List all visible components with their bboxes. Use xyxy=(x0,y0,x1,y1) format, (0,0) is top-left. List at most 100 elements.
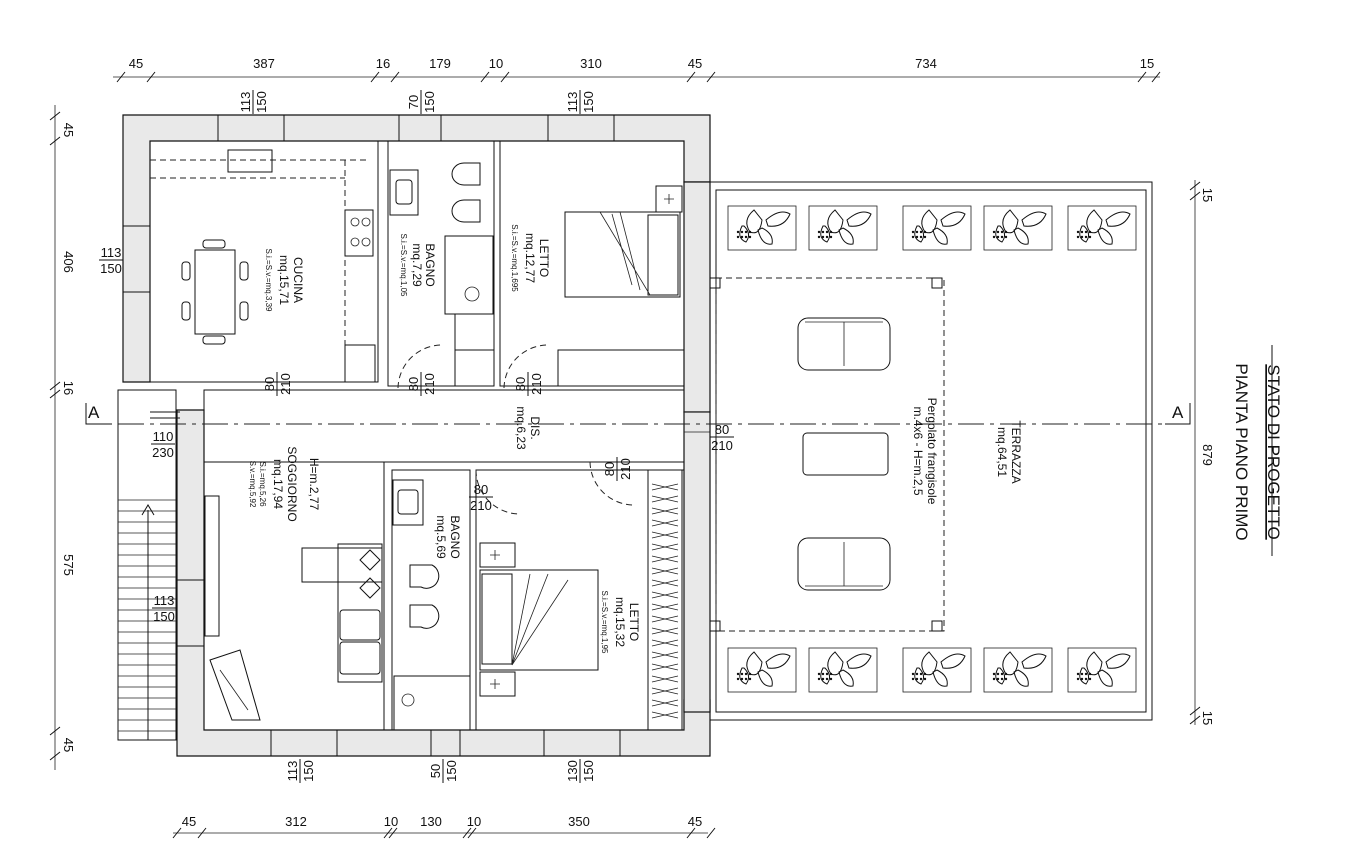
plant-icon xyxy=(808,205,878,251)
bathroom-1-fixtures xyxy=(389,162,495,387)
plant-icon xyxy=(727,205,797,251)
room-label-letto-2: LETTO mq.15,32 S.i.=S.v.=mq.1,95 xyxy=(600,591,641,655)
plant-icon xyxy=(902,205,972,251)
fraction-bottom: 150 xyxy=(581,760,596,782)
hanger xyxy=(651,699,679,707)
fraction-bottom: 150 xyxy=(301,760,316,782)
plant-icon xyxy=(983,205,1053,251)
plant-icon xyxy=(727,647,797,693)
dimension-labels-right: 15 879 15 xyxy=(1200,188,1215,725)
room-name: BAGNO xyxy=(423,243,437,286)
plant-icon xyxy=(1067,205,1137,251)
plant-icon xyxy=(902,647,972,693)
fraction-top: 80 xyxy=(262,377,277,391)
dimension-labels-top: 45 387 16 179 10 310 45 734 15 xyxy=(129,56,1154,71)
dim-top-8: 734 xyxy=(915,56,937,71)
fraction-top: 113 xyxy=(154,593,175,608)
hanger xyxy=(651,567,679,575)
fraction-bottom: 150 xyxy=(254,91,269,113)
dim-bottom-1: 45 xyxy=(182,814,196,829)
fraction-bottom: 150 xyxy=(153,609,175,624)
fraction-top: 80 xyxy=(715,422,729,437)
dimension-labels-left: 45 406 16 575 45 xyxy=(61,123,76,752)
fraction-bottom: 230 xyxy=(152,445,174,460)
dim-bottom-5: 10 xyxy=(467,814,481,829)
room-area: mq.7,29 xyxy=(410,243,424,287)
fraction-bottom: 210 xyxy=(529,373,544,395)
dim-right-1: 15 xyxy=(1200,188,1215,202)
bedroom-1-furniture xyxy=(557,185,685,387)
dim-left-2: 406 xyxy=(61,251,76,273)
dim-right-3: 15 xyxy=(1200,711,1215,725)
dim-top-6: 310 xyxy=(580,56,602,71)
hanger xyxy=(651,639,679,647)
fraction-bottom: 210 xyxy=(618,458,633,480)
dim-left-5: 45 xyxy=(61,738,76,752)
section-marker-right: A xyxy=(1172,403,1184,422)
hanger xyxy=(651,543,679,551)
dim-left-4: 575 xyxy=(61,554,76,576)
fraction-top: 80 xyxy=(474,482,488,497)
dim-top-2: 387 xyxy=(253,56,275,71)
hanger xyxy=(651,687,679,695)
dim-bottom-3: 10 xyxy=(384,814,398,829)
bedroom-2-furniture xyxy=(479,469,683,731)
drawing-title: STATO DI PROGETTO PIANTA PIANO PRIMO xyxy=(1232,345,1283,556)
pergolato-label: Pergolato frangisole m.4x6 - H=m.2,5 xyxy=(911,398,939,505)
fraction-bottom: 150 xyxy=(100,261,122,276)
fraction-top: 80 xyxy=(513,377,528,391)
terrace xyxy=(709,181,1153,721)
dim-top-3: 16 xyxy=(376,56,390,71)
room-ratio-si: S.i.=mq.5,26 xyxy=(258,461,267,507)
dim-bottom-2: 312 xyxy=(285,814,307,829)
fraction-bottom: 210 xyxy=(422,373,437,395)
dim-left-3: 16 xyxy=(61,381,76,395)
hanger xyxy=(651,483,679,491)
dim-top-7: 45 xyxy=(688,56,702,71)
room-label-soggiorno: H=m.2,77 SOGGIORNO mq.17,94 S.i.=mq.5,26… xyxy=(248,446,321,521)
fraction-top: 50 xyxy=(428,764,443,778)
room-name: LETTO xyxy=(537,239,551,277)
hanger xyxy=(651,495,679,503)
window-openings xyxy=(122,114,621,757)
fraction-top: 113 xyxy=(238,92,253,113)
fraction-top: 80 xyxy=(602,462,617,476)
fraction-top: 113 xyxy=(101,245,122,260)
hanger xyxy=(651,627,679,635)
fraction-top: 70 xyxy=(406,95,421,109)
bathroom-2-fixtures xyxy=(392,479,471,731)
hanger xyxy=(651,711,679,719)
room-area: mq.17,94 xyxy=(271,459,285,509)
room-label-bagno-2: BAGNO mq.5,69 xyxy=(434,515,462,559)
door-swings xyxy=(397,344,710,515)
room-label-cucina: CUCINA mq.15,71 S.i.=S.v.=mq.3,39 xyxy=(264,249,305,313)
room-area: mq.5,69 xyxy=(434,515,448,559)
room-name: SOGGIORNO xyxy=(285,446,299,521)
room-label-letto-1: LETTO mq.12,77 S.i.=S.v.=mq.1,695 xyxy=(510,224,551,292)
room-ratio-sv: S.v.=mq.5,92 xyxy=(248,461,257,508)
room-name: CUCINA xyxy=(291,257,305,303)
fraction-bottom: 210 xyxy=(470,498,492,513)
hanger xyxy=(651,579,679,587)
hanger xyxy=(651,651,679,659)
pergolato-line-1: Pergolato frangisole xyxy=(925,398,939,505)
hanger xyxy=(651,531,679,539)
fraction-bottom: 210 xyxy=(711,438,733,453)
room-name: LETTO xyxy=(627,603,641,641)
room-area: mq.6,23 xyxy=(514,406,528,450)
dimension-labels-bottom: 45 312 10 130 10 350 45 xyxy=(182,814,702,829)
room-name: TERRAZZA xyxy=(1009,420,1023,483)
room-height: H=m.2,77 xyxy=(307,458,321,511)
hanger xyxy=(651,603,679,611)
